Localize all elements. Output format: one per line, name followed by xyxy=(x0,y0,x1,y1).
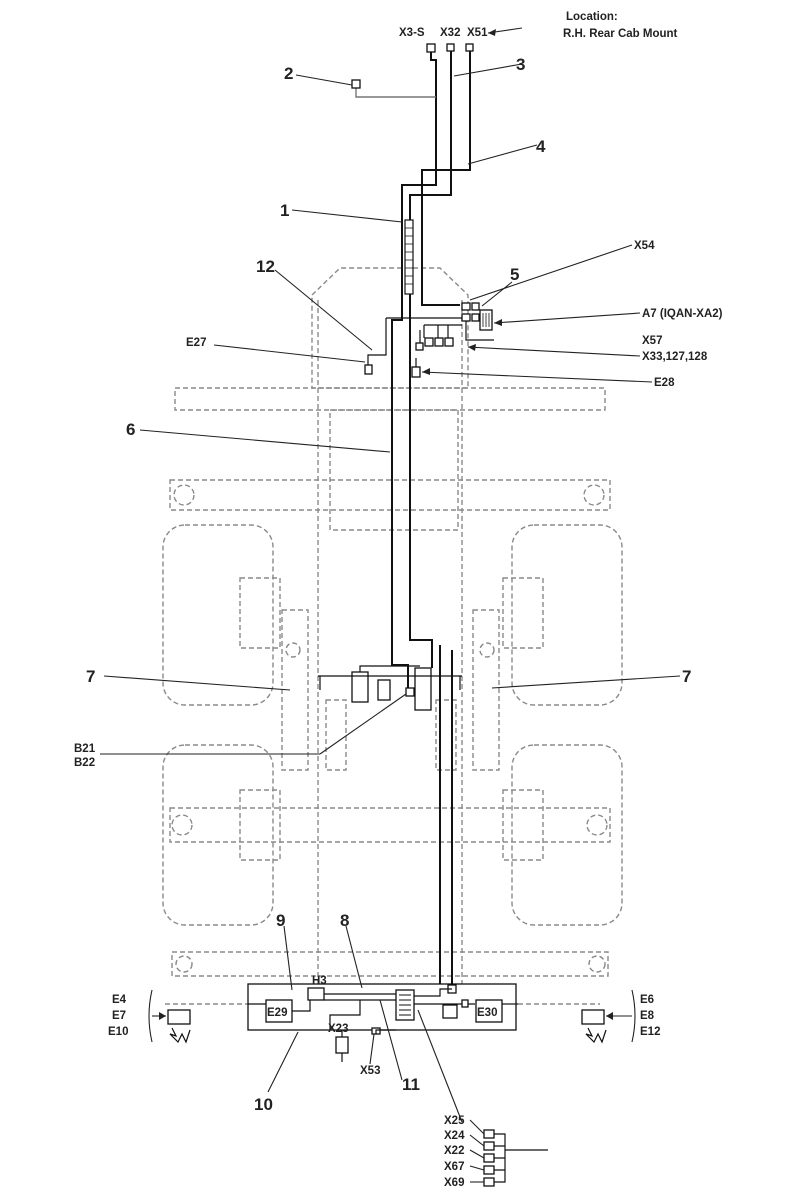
label-e12: E12 xyxy=(640,1026,660,1038)
callout-8: 8 xyxy=(340,911,349,930)
callout-2: 2 xyxy=(284,64,293,83)
callout-5: 5 xyxy=(510,265,519,284)
label-e6: E6 xyxy=(640,994,654,1006)
callout-11: 11 xyxy=(402,1075,420,1094)
label-x54: X54 xyxy=(634,240,655,252)
callout-9: 9 xyxy=(276,911,285,930)
label-e27: E27 xyxy=(186,337,206,349)
label-x67: X67 xyxy=(444,1161,464,1173)
callout-7-left: 7 xyxy=(86,667,95,686)
callout-6: 6 xyxy=(126,420,135,439)
callout-12: 12 xyxy=(256,257,275,276)
location-title: Location: xyxy=(566,11,618,23)
leader-lines xyxy=(100,27,681,1183)
label-e7: E7 xyxy=(112,1010,126,1022)
callout-1: 1 xyxy=(280,201,289,220)
callout-7-right: 7 xyxy=(682,667,691,686)
connector-x32: X32 xyxy=(440,27,460,39)
location-value: R.H. Rear Cab Mount xyxy=(563,28,678,40)
callout-3: 3 xyxy=(516,55,525,74)
labels: Location: R.H. Rear Cab Mount X3-S X32 X… xyxy=(74,11,723,1189)
label-x69: X69 xyxy=(444,1177,464,1189)
callout-10: 10 xyxy=(254,1095,273,1114)
label-e28: E28 xyxy=(654,377,675,389)
label-x25: X25 xyxy=(444,1115,465,1127)
harness-wires xyxy=(167,43,607,1187)
label-x24: X24 xyxy=(444,1130,465,1142)
connector-x3s: X3-S xyxy=(399,27,425,39)
label-x33: X33,127,128 xyxy=(642,351,708,363)
callout-4: 4 xyxy=(536,137,546,156)
label-h3: H3 xyxy=(312,975,327,987)
label-x22: X22 xyxy=(444,1145,464,1157)
label-e10: E10 xyxy=(108,1026,128,1038)
connector-x51: X51 xyxy=(467,27,488,39)
label-x53: X53 xyxy=(360,1065,380,1077)
label-a7: A7 (IQAN-XA2) xyxy=(642,308,723,320)
label-e4: E4 xyxy=(112,994,127,1006)
machine-outline xyxy=(162,267,623,1005)
label-e29: E29 xyxy=(267,1007,287,1019)
label-x57: X57 xyxy=(642,335,662,347)
label-b21: B21 xyxy=(74,743,96,755)
label-e30: E30 xyxy=(477,1007,497,1019)
label-x23: X23 xyxy=(328,1023,348,1035)
label-e8: E8 xyxy=(640,1010,655,1022)
label-b22: B22 xyxy=(74,757,95,769)
